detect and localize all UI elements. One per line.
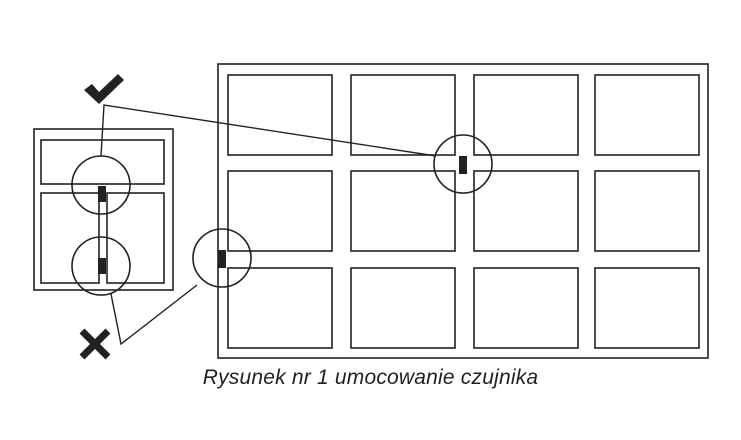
window-pane <box>350 74 456 156</box>
window-pane <box>473 267 579 349</box>
cross-mark-icon <box>79 328 111 360</box>
window-pane <box>594 74 700 156</box>
check-mark-icon <box>84 74 124 104</box>
small-window-left-pane <box>40 192 100 284</box>
small-window-right-pane <box>106 192 165 284</box>
large-window <box>217 63 709 359</box>
detail-circle-correct-small <box>71 155 131 215</box>
small-window-frame <box>33 128 174 291</box>
window-pane <box>594 267 700 349</box>
detail-circle-incorrect-small <box>71 236 131 296</box>
window-pane <box>227 170 333 252</box>
detail-circle-incorrect-large <box>192 228 252 288</box>
large-window-frame <box>217 63 709 359</box>
sensor-correct-large <box>459 156 467 174</box>
sensor-correct-small <box>98 186 106 202</box>
window-pane <box>227 267 333 349</box>
window-pane <box>227 74 333 156</box>
window-pane <box>473 74 579 156</box>
window-pane <box>473 170 579 252</box>
detail-circle-correct-large <box>433 134 493 194</box>
figure-caption-text: Rysunek nr 1 umocowanie czujnika <box>202 366 539 389</box>
sensor-incorrect-large <box>218 250 226 268</box>
leader-line-correct <box>100 104 437 157</box>
leader-line-incorrect <box>110 284 198 346</box>
small-window-top-pane <box>40 139 165 185</box>
window-pane <box>350 170 456 252</box>
window-pane <box>594 170 700 252</box>
figure-caption: Rysunek nr 1 umocowanie czujnika <box>0 366 741 390</box>
window-pane <box>350 267 456 349</box>
sensor-incorrect-small <box>98 258 106 274</box>
